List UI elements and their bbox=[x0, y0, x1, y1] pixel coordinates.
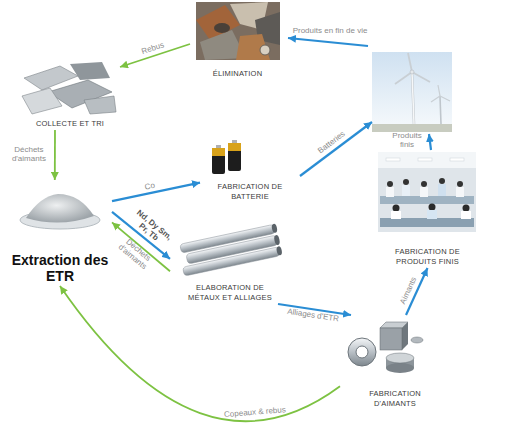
flow-arrow bbox=[112, 183, 200, 202]
flow-arrow bbox=[54, 130, 56, 180]
elimination-node: ÉLIMINATION bbox=[190, 0, 285, 80]
node-caption: COLLECTE ET TRI bbox=[23, 119, 118, 128]
edge-label: Co bbox=[144, 182, 156, 193]
scrap-photo bbox=[196, 2, 280, 60]
node-caption: ELABORATION DE MÉTAUX ET ALLIAGES bbox=[180, 283, 280, 302]
edge-label: Rebus bbox=[140, 41, 165, 57]
battery-photo bbox=[212, 140, 241, 174]
metal-plates bbox=[22, 62, 116, 114]
wind-turbines-photo bbox=[372, 52, 452, 132]
magnets-photo bbox=[348, 322, 423, 373]
flow-label: Produits finis bbox=[388, 132, 426, 150]
alloy-node: ELABORATION DE MÉTAUX ET ALLIAGES bbox=[170, 222, 290, 304]
products-node: FABRICATION DE PRODUITS FINIS bbox=[370, 148, 485, 268]
magnet-node: FABRICATION D'AIMANTS bbox=[340, 315, 450, 410]
edge-label: Copeaux & rebus bbox=[224, 406, 286, 420]
flow-label: Produits en fin de vie bbox=[293, 27, 368, 36]
collection-node: COLLECTE ET TRI bbox=[20, 60, 120, 130]
battery-node: FABRICATION DE BATTERIE bbox=[200, 135, 300, 203]
node-caption: FABRICATION DE BATTERIE bbox=[215, 182, 285, 201]
edge-label: Aimants bbox=[399, 276, 419, 306]
powder-dish bbox=[20, 194, 100, 229]
metal-pipes bbox=[178, 223, 283, 276]
factory-photo bbox=[378, 152, 476, 232]
flow-arrows bbox=[288, 38, 431, 176]
node-caption: FABRICATION D'AIMANTS bbox=[355, 389, 435, 408]
node-caption: FABRICATION DE PRODUITS FINIS bbox=[383, 247, 473, 266]
node-title: Extraction des ETR bbox=[8, 252, 112, 284]
node-caption: ÉLIMINATION bbox=[193, 69, 283, 78]
edge-label: Alliages d'ETR bbox=[287, 308, 340, 324]
extraction-node: Extraction des ETR bbox=[8, 180, 112, 286]
edge-label: Déchets d'aimants bbox=[7, 146, 51, 164]
flow-arrow bbox=[60, 286, 340, 421]
